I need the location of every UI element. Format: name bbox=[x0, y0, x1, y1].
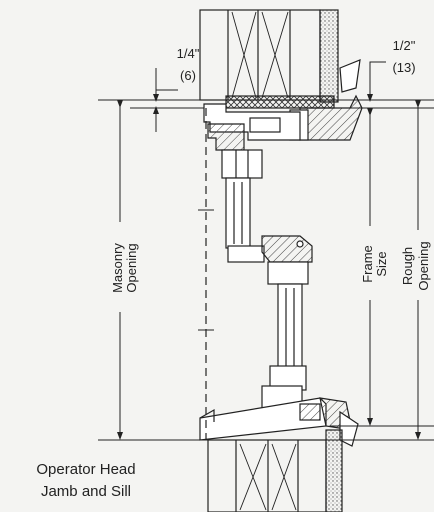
lower-sash bbox=[261, 283, 307, 409]
caption-line1: Operator Head bbox=[36, 461, 135, 478]
frame-gap-callout bbox=[367, 61, 386, 102]
head-wall-framing bbox=[199, 9, 339, 109]
head-frame bbox=[203, 103, 301, 179]
frame-label-line2: Size bbox=[374, 251, 389, 276]
head-gap-fraction: 1/4" bbox=[177, 46, 200, 61]
head-gap-metric: (6) bbox=[180, 68, 196, 83]
sill-reference-lines bbox=[98, 425, 434, 441]
rough-label-line2: Opening bbox=[416, 241, 431, 290]
upper-sash bbox=[225, 177, 265, 263]
meeting-rail bbox=[261, 235, 313, 285]
head-gap-callout bbox=[153, 68, 178, 132]
frame-gap-fraction: 1/2" bbox=[393, 38, 416, 53]
rough-label-line1: Rough bbox=[400, 247, 415, 285]
frame-label-line1: Frame bbox=[360, 245, 375, 283]
masonry-label-line1: Masonry bbox=[110, 243, 125, 293]
frame-gap-metric: (13) bbox=[392, 60, 415, 75]
sill-wall-framing bbox=[207, 429, 343, 512]
masonry-ticks bbox=[198, 209, 214, 331]
caption-line2: Jamb and Sill bbox=[41, 483, 131, 500]
masonry-label-line2: Opening bbox=[124, 243, 139, 292]
